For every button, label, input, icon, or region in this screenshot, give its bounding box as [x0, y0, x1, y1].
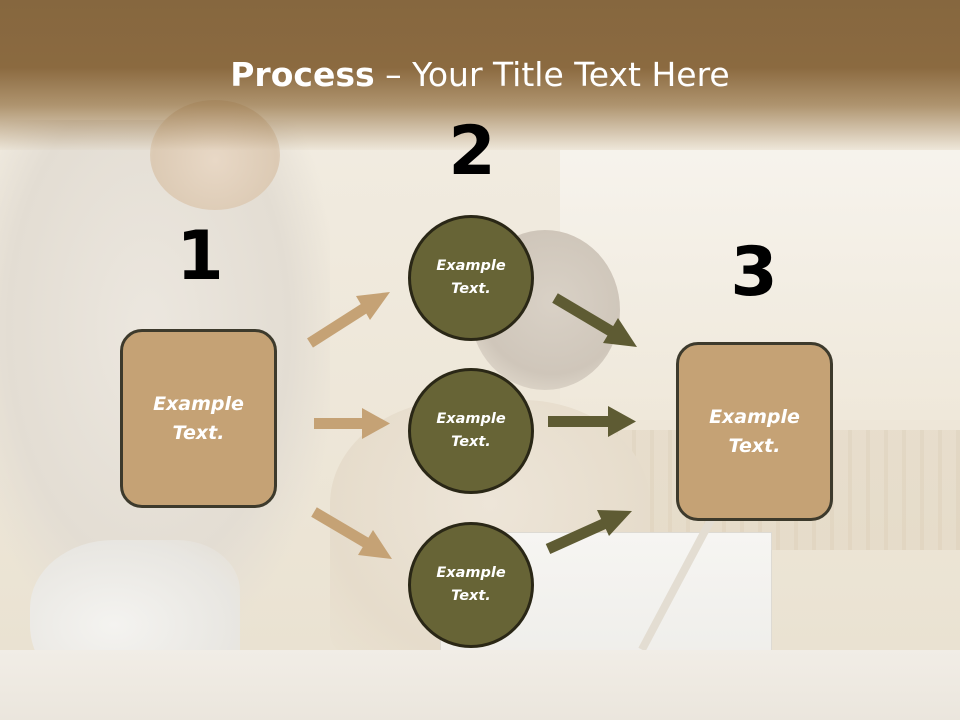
background-desk [0, 650, 960, 720]
header-band [0, 0, 960, 150]
output-box-line1: Example [709, 405, 800, 428]
circle-3-line1: Example [436, 565, 506, 581]
circle-2-line2: Text. [451, 434, 491, 450]
output-box: Example Text. [676, 342, 833, 521]
process-circle-2: Example Text. [408, 368, 534, 494]
title-rest: – Your Title Text Here [374, 55, 730, 94]
title-bold: Process [230, 55, 375, 94]
process-circle-3: Example Text. [408, 522, 534, 648]
circle-1-line1: Example [436, 258, 506, 274]
arrow-circle-3-to-output [545, 510, 632, 555]
arrow-circle-1-to-output [552, 293, 637, 347]
output-box-line2: Text. [728, 434, 781, 457]
arrow-box-to-circle-1 [307, 292, 390, 348]
input-box-line1: Example [153, 392, 244, 415]
step-number-3: 3 [730, 233, 778, 312]
circle-2-line1: Example [436, 411, 506, 427]
process-circle-1: Example Text. [408, 215, 534, 341]
slide-title: Process – Your Title Text Here [0, 55, 960, 95]
circle-3-line2: Text. [451, 588, 491, 604]
step-number-1: 1 [176, 217, 224, 296]
arrow-circle-2-to-output [548, 406, 636, 437]
input-box: Example Text. [120, 329, 277, 508]
arrow-box-to-circle-2 [314, 408, 390, 439]
arrow-box-to-circle-3 [311, 507, 392, 559]
input-box-line2: Text. [172, 421, 225, 444]
circle-1-line2: Text. [451, 281, 491, 297]
step-number-2: 2 [448, 112, 496, 191]
